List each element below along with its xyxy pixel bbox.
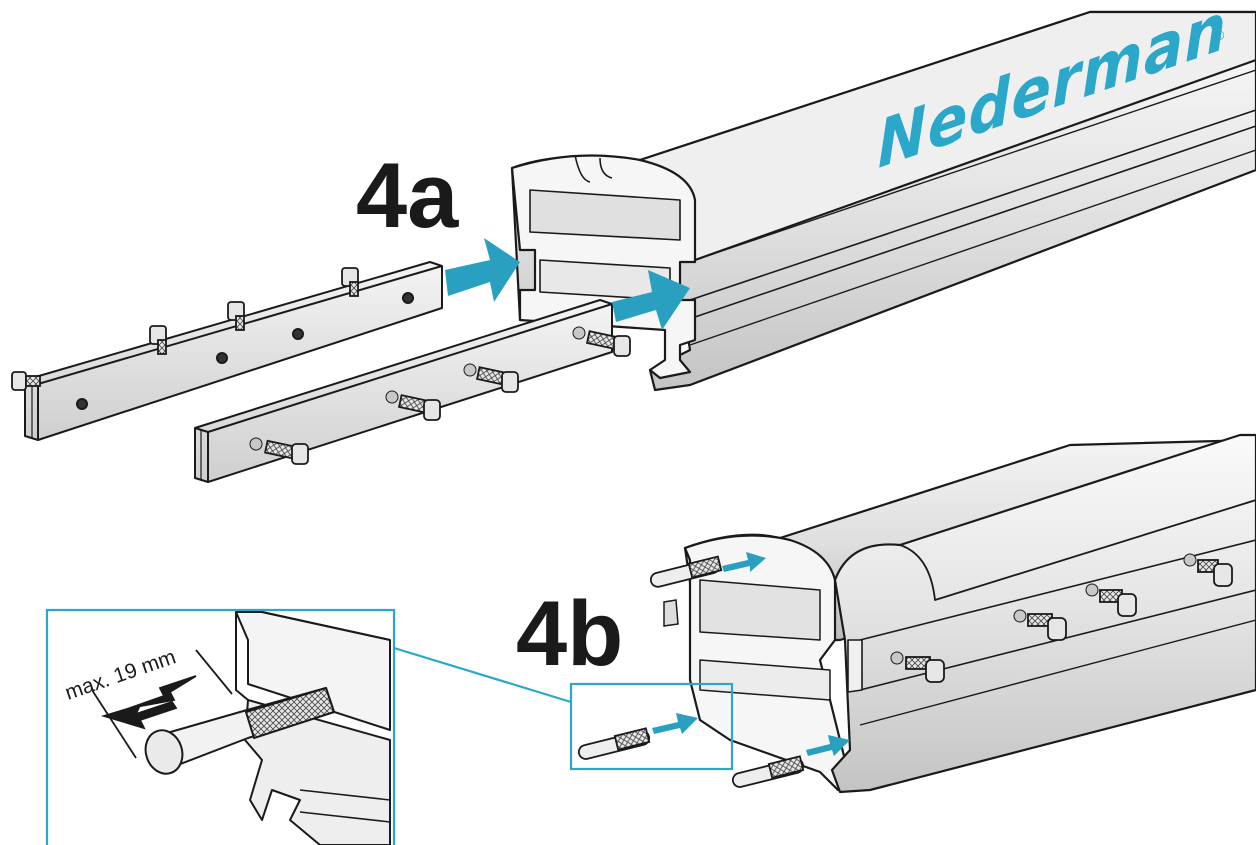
stud [731, 755, 805, 788]
upper-rail-profile [510, 10, 1256, 392]
bolt [1099, 589, 1137, 617]
stud-end [144, 729, 184, 775]
bolt [11, 371, 41, 391]
dimension-marker [91, 649, 233, 759]
bolt [341, 267, 359, 297]
detail-callout [45, 608, 734, 845]
insert-arrow-upper [445, 238, 520, 302]
dimension-label: max. 19 mm [62, 645, 179, 704]
step-label-4a: 4a [356, 145, 459, 247]
bolt [397, 394, 441, 421]
threaded-studs [577, 555, 805, 788]
detail-frame [45, 608, 396, 845]
stud [649, 555, 723, 588]
bolt [585, 330, 631, 357]
stud [577, 727, 651, 760]
detail-view [144, 611, 391, 845]
stud-insert-arrows [652, 552, 850, 756]
bolt [475, 366, 519, 393]
plate-hole [402, 292, 414, 304]
stud-arrow [806, 735, 850, 756]
lower-rail-profile [683, 433, 1256, 794]
stud-arrow [652, 713, 698, 734]
lower-joint-plate [194, 299, 613, 483]
bolt [227, 301, 245, 331]
registered-mark: ® [1214, 27, 1225, 43]
insert-arrow-lower [612, 270, 690, 330]
lower-rail-bolts [890, 553, 1233, 683]
bolt [149, 325, 167, 355]
bolt [905, 656, 945, 683]
upper-plate-bolts [11, 267, 359, 391]
bolt [1027, 613, 1067, 641]
lower-plate-bolts [264, 330, 631, 465]
plate-hole [292, 328, 304, 340]
bolt [264, 439, 309, 465]
plate-hole [76, 398, 88, 410]
stud-arrow [722, 552, 766, 572]
bolt [1197, 559, 1233, 587]
plate-hole [216, 352, 228, 364]
step-label-4b: 4b [516, 583, 624, 685]
callout-source-box [569, 682, 734, 771]
